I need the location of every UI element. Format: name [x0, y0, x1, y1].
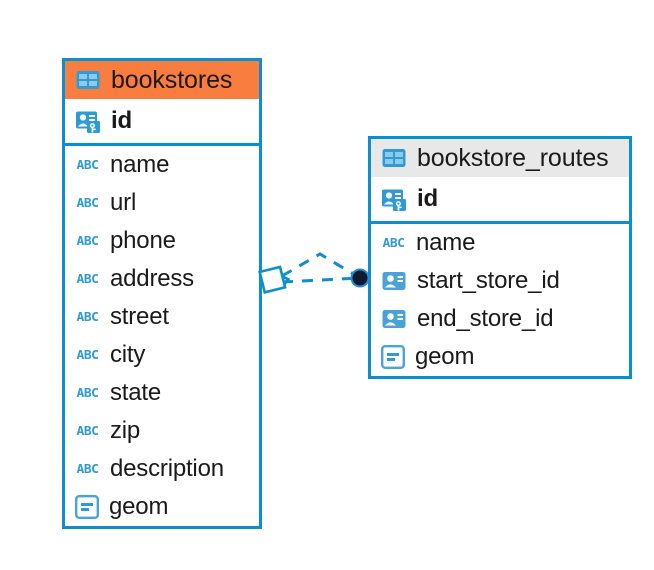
field-name: description: [110, 455, 224, 483]
table-icon: [380, 144, 408, 172]
primary-key-divider: [371, 221, 629, 224]
field-name: name: [110, 151, 170, 179]
geometry-icon: [380, 344, 406, 370]
foreign-key-icon: [380, 305, 408, 333]
field-name: url: [110, 189, 137, 217]
field-row-name[interactable]: ABC name: [371, 224, 629, 262]
field-name: end_store_id: [417, 305, 554, 333]
relationship-connector[interactable]: [258, 238, 378, 318]
text-abc-icon: ABC: [76, 347, 99, 363]
field-name: id: [417, 185, 438, 213]
field-row-phone[interactable]: ABC phone: [65, 222, 259, 260]
entity-title: bookstore_routes: [417, 143, 609, 172]
field-row-primary-key[interactable]: id: [371, 177, 629, 221]
field-row-name[interactable]: ABC name: [65, 146, 259, 184]
table-icon: [74, 66, 102, 94]
field-name: start_store_id: [417, 267, 560, 295]
field-list-bookstores: ABC name ABC url ABC phone ABC address A…: [65, 146, 259, 526]
field-row-street[interactable]: ABC street: [65, 298, 259, 336]
primary-key-icon: [380, 185, 408, 213]
field-name: name: [416, 229, 476, 257]
entity-title: bookstores: [111, 65, 233, 94]
primary-key-icon: [74, 107, 102, 135]
text-abc-icon: ABC: [76, 233, 99, 249]
field-name: phone: [110, 227, 176, 255]
text-abc-icon: ABC: [76, 309, 99, 325]
field-name: street: [110, 303, 169, 331]
primary-key-divider: [65, 143, 259, 146]
text-abc-icon: ABC: [382, 235, 405, 251]
field-row-zip[interactable]: ABC zip: [65, 412, 259, 450]
field-row-address[interactable]: ABC address: [65, 260, 259, 298]
entity-header-bookstores[interactable]: bookstores: [65, 61, 259, 99]
field-row-start-store-id[interactable]: start_store_id: [371, 262, 629, 300]
field-name: geom: [109, 493, 169, 521]
field-row-geom[interactable]: geom: [371, 338, 629, 376]
field-list-bookstore-routes: ABC name start_store_id: [371, 224, 629, 376]
field-name: address: [110, 265, 194, 293]
entity-bookstores[interactable]: bookstores: [62, 58, 262, 529]
field-name: state: [110, 379, 162, 407]
field-name: id: [111, 107, 132, 135]
field-row-state[interactable]: ABC state: [65, 374, 259, 412]
field-name: city: [110, 341, 146, 369]
text-abc-icon: ABC: [76, 423, 99, 439]
field-row-geom[interactable]: geom: [65, 488, 259, 526]
field-row-primary-key[interactable]: id: [65, 99, 259, 143]
entity-header-bookstore-routes[interactable]: bookstore_routes: [371, 139, 629, 177]
field-name: zip: [110, 417, 141, 445]
field-name: geom: [415, 343, 475, 371]
foreign-key-icon: [380, 267, 408, 295]
geometry-icon: [74, 494, 100, 520]
field-row-description[interactable]: ABC description: [65, 450, 259, 488]
text-abc-icon: ABC: [76, 195, 99, 211]
field-row-end-store-id[interactable]: end_store_id: [371, 300, 629, 338]
field-row-city[interactable]: ABC city: [65, 336, 259, 374]
text-abc-icon: ABC: [76, 385, 99, 401]
text-abc-icon: ABC: [76, 461, 99, 477]
text-abc-icon: ABC: [76, 157, 99, 173]
field-row-url[interactable]: ABC url: [65, 184, 259, 222]
entity-bookstore-routes[interactable]: bookstore_routes: [368, 136, 632, 379]
text-abc-icon: ABC: [76, 271, 99, 287]
